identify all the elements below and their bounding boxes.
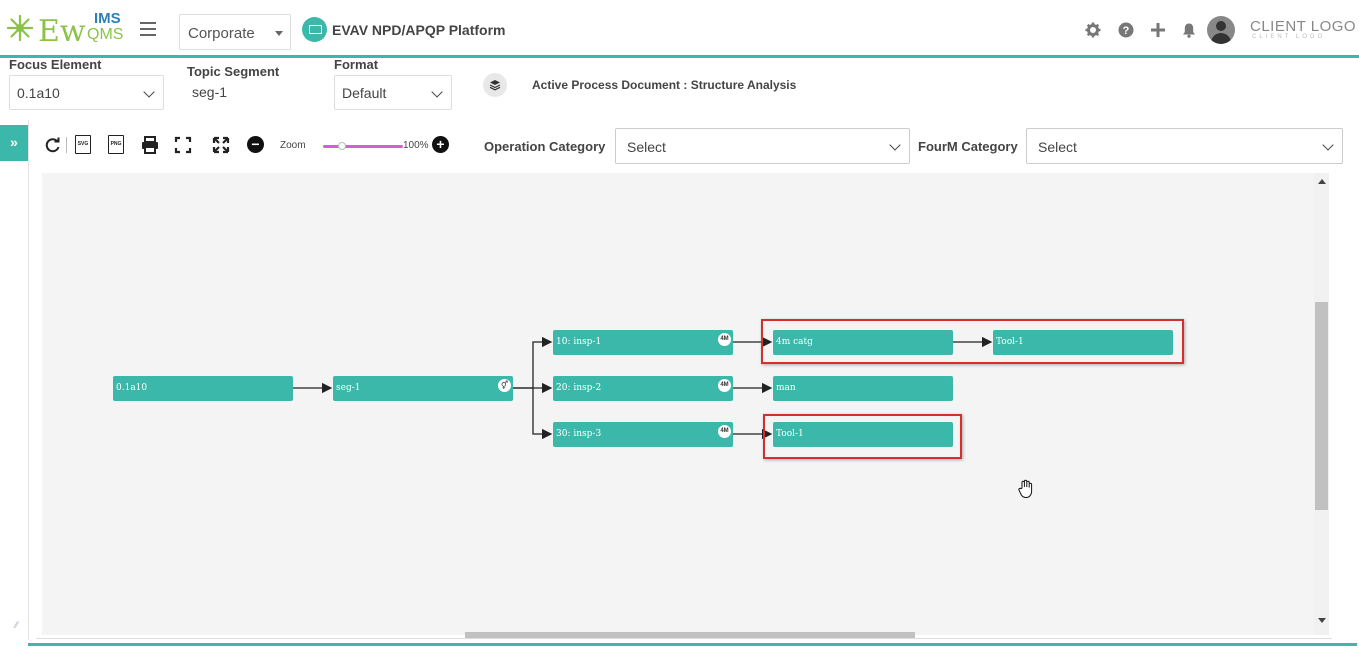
resize-handle-icon[interactable]: ⁄⁄: [15, 620, 19, 630]
operation-category-select[interactable]: Select: [615, 128, 910, 164]
refresh-icon[interactable]: [43, 135, 63, 155]
scroll-down-icon[interactable]: [1318, 618, 1326, 623]
user-avatar[interactable]: [1207, 16, 1235, 44]
node-label: 4m catg: [776, 337, 813, 347]
layers-icon[interactable]: [483, 73, 507, 97]
node-label: 30: insp-3: [556, 429, 602, 439]
logo-ims-text: IMS: [94, 10, 121, 27]
highlight-box: [761, 319, 1184, 364]
diagram-node-operation[interactable]: 10: insp-1 4M: [553, 330, 733, 355]
node-label: man: [776, 383, 796, 393]
horizontal-scrollbar-thumb[interactable]: [465, 632, 915, 638]
operation-category-value: Select: [627, 139, 666, 155]
diagram-node-segment[interactable]: seg-1 ⚥: [333, 376, 513, 401]
fourm-category-select[interactable]: Select: [1026, 128, 1343, 164]
node-label: Tool-1: [996, 337, 1024, 347]
zoom-slider-handle[interactable]: [338, 142, 346, 150]
client-logo: CLIENT LOGO: [1250, 18, 1357, 35]
zoom-label: Zoom: [280, 140, 306, 151]
diagram-node-man[interactable]: man: [773, 376, 953, 401]
top-header: Ew IMS QMS Corporate EVAV NPD/APQP Platf…: [0, 0, 1359, 58]
caret-down-icon: [275, 31, 283, 36]
footer-accent-line: [28, 643, 1357, 646]
sidebar-divider: [28, 120, 29, 640]
fullscreen-icon[interactable]: [173, 135, 193, 155]
fit-to-screen-icon[interactable]: [211, 135, 231, 155]
highlight-box: [763, 414, 962, 459]
topic-segment-label: Topic Segment: [187, 64, 280, 79]
logo-qms-text: QMS: [87, 26, 124, 43]
diagram-node-tool[interactable]: Tool-1: [773, 422, 953, 447]
focus-element-label: Focus Element: [9, 57, 102, 72]
vertical-scrollbar-thumb[interactable]: [1315, 302, 1328, 510]
zoom-out-button[interactable]: −: [247, 136, 264, 153]
node-label: 10: insp-1: [556, 337, 602, 347]
node-label: seg-1: [336, 383, 361, 393]
organization-select-value: Corporate: [188, 25, 255, 42]
toolbar-divider: [66, 137, 67, 153]
fourm-badge: 4M: [718, 379, 731, 392]
print-icon[interactable]: [140, 135, 160, 155]
structure-diagram-canvas[interactable]: 0.1a10 seg-1 ⚥ 10: insp-1 4M 20: insp-2 …: [42, 173, 1314, 635]
operation-category-label: Operation Category: [484, 139, 606, 154]
diagram-node-tool[interactable]: Tool-1: [993, 330, 1173, 355]
platform-title: EVAV NPD/APQP Platform: [332, 22, 506, 38]
help-icon[interactable]: ?: [1118, 22, 1134, 38]
hand-cursor-icon: [1017, 479, 1035, 504]
organization-select[interactable]: Corporate: [179, 14, 291, 50]
diagram-node-operation[interactable]: 20: insp-2 4M: [553, 376, 733, 401]
topic-segment-field[interactable]: seg-1: [186, 75, 316, 110]
format-label: Format: [334, 57, 379, 72]
fourm-badge: 4M: [718, 333, 731, 346]
chevron-down-icon: [431, 86, 443, 98]
zoom-in-button[interactable]: +: [432, 136, 449, 153]
chevron-down-icon: [889, 139, 901, 151]
diagram-edges: [293, 336, 993, 440]
fourm-category-value: Select: [1038, 139, 1077, 155]
node-label: 20: insp-2: [556, 383, 602, 393]
export-svg-icon[interactable]: SVG: [75, 135, 91, 154]
node-label: 0.1a10: [116, 383, 148, 393]
gear-icon[interactable]: [1085, 22, 1101, 38]
zoom-slider-track[interactable]: [323, 145, 403, 148]
format-select[interactable]: Default: [334, 75, 452, 110]
logo-star-icon: [6, 14, 34, 42]
active-process-document: Active Process Document : Structure Anal…: [532, 78, 797, 92]
canvas-bottom-border: [36, 638, 1332, 639]
client-logo-subtext: CLIENT LOGO: [1252, 34, 1326, 40]
node-label: Tool-1: [776, 429, 804, 439]
fourm-category-label: FourM Category: [918, 139, 1018, 154]
edge-seg-op1: [513, 336, 553, 389]
plus-icon[interactable]: [1150, 22, 1166, 38]
focus-element-select[interactable]: 0.1a10: [9, 75, 164, 110]
layers-icon-glyph: [489, 80, 501, 91]
export-png-icon[interactable]: PNG: [108, 135, 124, 154]
monitor-icon: [302, 17, 327, 42]
zoom-value: 100%: [403, 140, 429, 151]
fourm-badge: 4M: [718, 425, 731, 438]
menu-icon[interactable]: [140, 22, 156, 36]
scroll-up-icon[interactable]: [1318, 179, 1326, 184]
diagram-node-root[interactable]: 0.1a10: [113, 376, 293, 401]
focus-element-value: 0.1a10: [17, 85, 60, 101]
gender-icon: ⚥: [498, 379, 511, 392]
bell-icon[interactable]: [1181, 22, 1197, 38]
diagram-node-fourm-category[interactable]: 4m catg: [773, 330, 953, 355]
logo-text: Ew: [38, 14, 86, 49]
diagram-node-operation[interactable]: 30: insp-3 4M: [553, 422, 733, 447]
edge-seg-op3: [532, 388, 553, 440]
diagram-toolbar: SVG PNG − Zoom 100% + Operation Category…: [36, 123, 1356, 169]
svg-text:?: ?: [1123, 25, 1130, 37]
app-logo[interactable]: Ew IMS QMS: [6, 8, 126, 49]
topic-segment-value: seg-1: [192, 84, 228, 100]
chevron-down-icon: [143, 86, 155, 98]
format-value: Default: [342, 85, 387, 101]
sidebar-expand-button[interactable]: »: [0, 125, 28, 161]
chevron-down-icon: [1322, 139, 1334, 151]
